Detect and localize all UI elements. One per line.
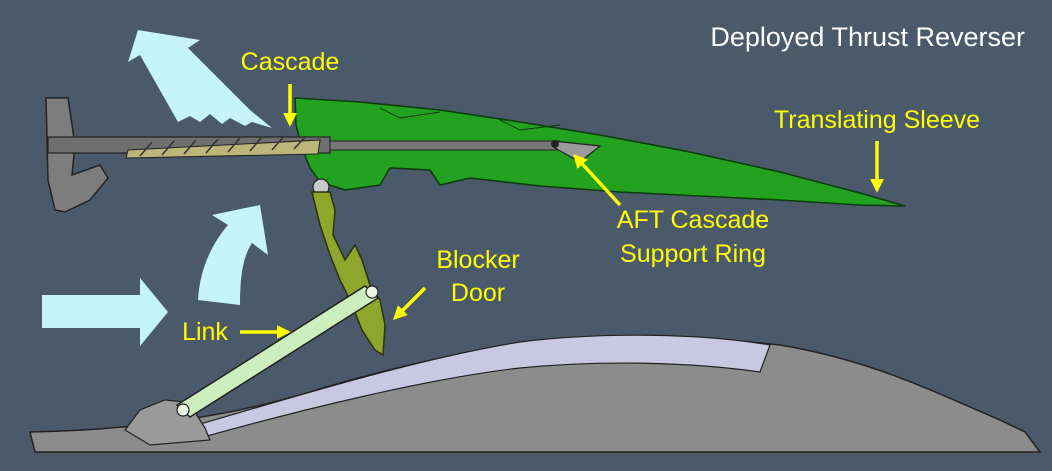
aft-ring-label-line2: Support Ring bbox=[620, 240, 766, 268]
diagram-title: Deployed Thrust Reverser bbox=[710, 22, 1025, 52]
incoming-flow-arrow-icon bbox=[42, 278, 168, 346]
aft-ring-label-line1: AFT Cascade bbox=[617, 206, 769, 234]
blocker-pointer bbox=[393, 286, 427, 320]
cascade-label: Cascade bbox=[241, 48, 340, 76]
link-label: Link bbox=[182, 318, 228, 346]
translating-sleeve-label: Translating Sleeve bbox=[774, 106, 980, 134]
blocker-door-label-line1: Blocker bbox=[436, 246, 519, 274]
engine-core bbox=[29, 334, 1042, 453]
cascade-vanes bbox=[125, 135, 321, 159]
link-arm bbox=[175, 285, 380, 418]
blocker-door bbox=[311, 178, 386, 357]
ring-pivot bbox=[551, 140, 559, 148]
callout-arrows bbox=[240, 84, 884, 339]
blocker-door-label-line2: Door bbox=[451, 279, 505, 307]
airflow-arrows bbox=[42, 30, 272, 346]
fan-case-structure bbox=[45, 97, 109, 213]
ring-pointer bbox=[573, 153, 622, 207]
reversed-flow-arrow-icon bbox=[128, 30, 272, 128]
turning-flow-arrow-icon bbox=[198, 205, 268, 305]
